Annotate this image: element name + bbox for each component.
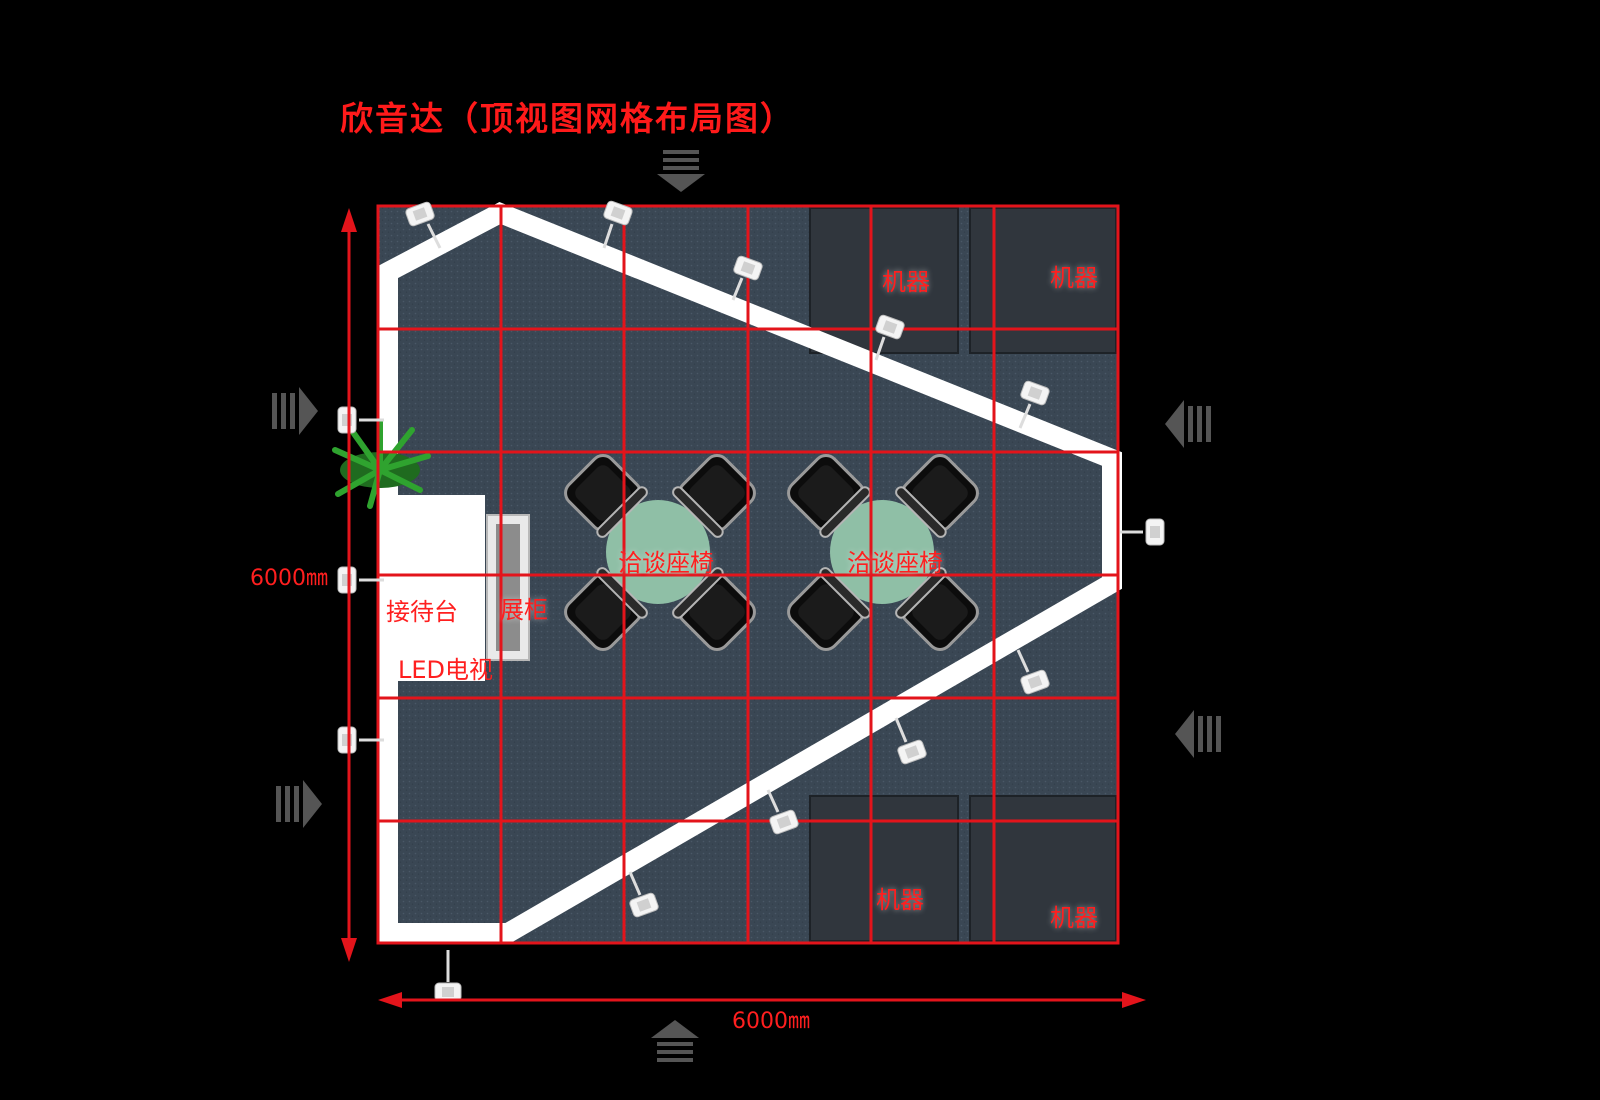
width-dimension-label: 6000㎜: [732, 1009, 810, 1034]
entry-arrow-icon: [276, 780, 322, 828]
machine-label: 机器: [1050, 264, 1098, 292]
spotlight-icon: [337, 726, 357, 754]
round-table: [606, 500, 710, 604]
reception-desk-label: 接待台: [386, 598, 458, 626]
spotlight-icon: [434, 982, 462, 1002]
layout-grid: [376, 204, 1120, 945]
plant-icon: [332, 419, 431, 509]
reception-desk: [380, 495, 485, 681]
machine-label: 机器: [882, 268, 930, 296]
led-tv-label: LED电视: [398, 656, 494, 684]
spotlights: [337, 199, 1165, 1002]
machine-label: 机器: [876, 886, 924, 914]
negotiation-seating-label: 洽谈座椅: [618, 549, 714, 577]
entry-arrow-icon: [1165, 400, 1211, 448]
width-dimension-line: [378, 992, 1146, 1008]
entry-arrow-icon: [1175, 710, 1221, 758]
spotlight-icon: [337, 566, 357, 594]
display-cabinet-label: 展柜: [500, 596, 548, 624]
negotiation-seating-label: 洽谈座椅: [847, 549, 943, 577]
round-table: [830, 500, 934, 604]
machine-panel: [809, 795, 959, 942]
height-dimension-line: [341, 208, 357, 962]
spotlight-icon: [337, 406, 357, 434]
seating-group-right: [779, 446, 987, 659]
height-dimension-label: 6000㎜: [250, 566, 328, 591]
entry-arrow-icon: [651, 1020, 699, 1062]
page-title: 欣音达（顶视图网格布局图）: [340, 99, 795, 138]
machine-label: 机器: [1050, 904, 1098, 932]
entry-arrow-icon: [272, 387, 318, 435]
spotlight-icon: [1145, 518, 1165, 546]
entry-arrow-icon: [657, 150, 705, 192]
seating-group-left: [556, 446, 764, 659]
